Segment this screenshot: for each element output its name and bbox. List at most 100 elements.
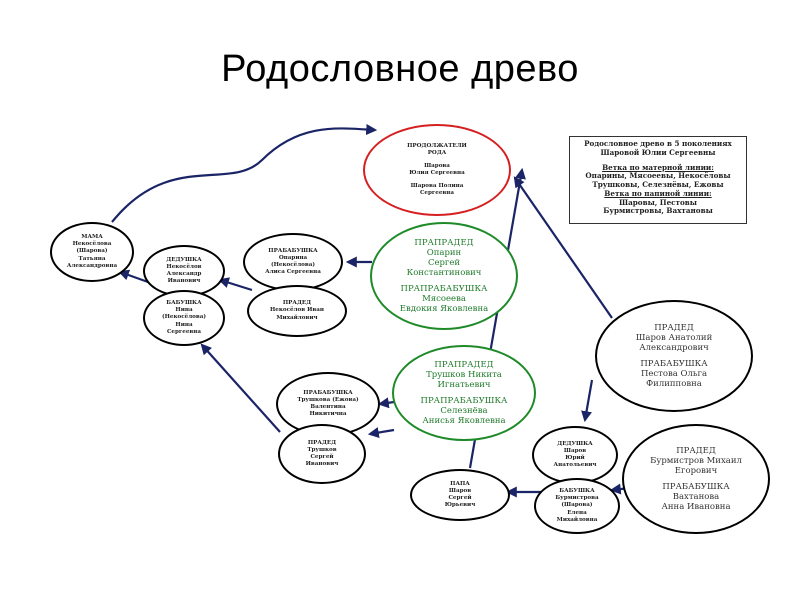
- info-line: Трушковы, Селезнёвы, Ежовы: [592, 180, 724, 190]
- node-line: Анна Ивановна: [661, 502, 731, 513]
- node-line: Иванович: [305, 461, 339, 468]
- info-line: Ветка по папиной линии:: [604, 188, 712, 198]
- node-line: Валентина: [310, 404, 346, 410]
- node-line: Александр: [166, 271, 202, 277]
- node-line: Филипповна: [646, 379, 702, 390]
- node-line: (Некосёлова): [270, 262, 316, 268]
- node-line: ПРАБАБУШКА: [303, 389, 353, 396]
- arrow-green2-to-praded2: [367, 427, 395, 438]
- arrow-praba1-to-dedushka: [217, 277, 253, 292]
- node-line: Опарина: [278, 254, 308, 261]
- info-line: Родословное древо в 5 поколениях: [584, 139, 732, 148]
- arrow-green2-to-praba2: [377, 397, 395, 409]
- node-line: Сергей: [310, 454, 334, 460]
- node-line: Алиса Сергеевна: [265, 269, 321, 276]
- node-line: Некосёлов Иван: [270, 307, 324, 314]
- node-line: Сергей: [427, 257, 461, 268]
- node-line: ПРАПРАБАБУШКА: [400, 284, 488, 294]
- node-line: Шарова Полина: [410, 183, 464, 190]
- node-line: Шарова: [424, 162, 450, 169]
- info-line: Опарины, Мясоеевы, Некосёловы: [585, 171, 731, 181]
- node-line: ДЕДУШКА: [166, 256, 202, 263]
- node-line: Шаров: [563, 447, 587, 454]
- node-line: Елена: [567, 509, 587, 516]
- node-line: ПРАДЕД: [676, 445, 716, 456]
- node-line: ПАПА: [450, 480, 470, 487]
- node-line: (Шарова): [561, 502, 593, 509]
- node-line: Анисья Яковлевна: [422, 416, 506, 427]
- node-line: ПРАПРАБАБУШКА: [420, 396, 508, 406]
- node-line: Михайловна: [556, 516, 598, 523]
- node-line: Александровна: [66, 262, 118, 269]
- node-line: Сергеевна: [419, 190, 455, 197]
- node-line: (Шарова): [76, 248, 108, 255]
- node-line: Трушков Никита: [426, 369, 502, 380]
- node-line: ПРАБАБУШКА: [662, 482, 730, 492]
- info-line: Шаровой Юлии Сергеевны: [600, 147, 716, 157]
- node-line: БАБУШКА: [559, 488, 595, 495]
- node-line: Евдокия Яковлевна: [399, 304, 489, 315]
- node-line: Нина: [175, 307, 193, 314]
- legend-info-box: Родословное древо в 5 поколениях Шаровой…: [569, 136, 747, 224]
- node-line: ПРОДОЛЖАТЕЛИ: [407, 142, 467, 149]
- node-line: МАМА: [81, 234, 103, 241]
- node-line: ДЕДУШКА: [557, 440, 593, 447]
- node-line: Опарин: [426, 247, 462, 258]
- info-line: Шаровы, Пестовы: [619, 197, 697, 207]
- node-line: Константинович: [406, 267, 482, 278]
- node-line: Трушков: [307, 446, 337, 453]
- node-line: Трушкова (Ежова): [297, 396, 359, 403]
- arrow-sharov-to-dedushkap: [581, 379, 594, 423]
- node-line: РОДА: [427, 149, 447, 156]
- node-line: Сергей: [448, 495, 472, 501]
- node-line: Селезнёва: [440, 406, 488, 417]
- node-line: Александрович: [639, 342, 709, 353]
- node-line: Юрий: [565, 455, 585, 461]
- node-line: Никитична: [309, 411, 347, 418]
- node-line: Михайлович: [276, 314, 318, 321]
- arrow-praded2-to-babushka: [200, 343, 281, 433]
- arrow-mama-to-top: [111, 124, 378, 223]
- info-line: Ветка по матерной линии:: [602, 162, 714, 172]
- node-line: Юлия Сергеевна: [409, 170, 465, 176]
- node-line: ПРАПРАДЕД: [434, 359, 494, 370]
- node-line: ПРАПРАДЕД: [414, 237, 474, 248]
- arrow-dedushka-to-mama: [117, 269, 149, 284]
- node-line: Татьяна: [78, 255, 106, 262]
- node-line: Бурмистрова: [555, 495, 599, 502]
- node-line: Шаров: [448, 487, 472, 494]
- node-line: Некосёлова: [72, 241, 112, 248]
- node-line: Шаров Анатолий: [635, 332, 713, 343]
- node-line: Вахтанова: [672, 492, 720, 503]
- node-line: Нина: [175, 321, 193, 328]
- info-line: Бурмистровы, Вахтановы: [603, 206, 713, 216]
- node-line: Анатольевич: [553, 462, 597, 469]
- arrow-right-to-top: [513, 176, 613, 319]
- node-line: (Некосёлова): [161, 314, 207, 321]
- node-line: Бурмистров Михаил: [650, 455, 742, 466]
- slide-title: Родословное древо: [221, 48, 579, 90]
- node-line: Егорович: [674, 465, 718, 476]
- node-line: БАБУШКА: [166, 300, 202, 307]
- node-line: Некосёлов: [166, 263, 202, 270]
- node-line: ПРАБАБУШКА: [640, 359, 708, 369]
- node-line: Иванович: [167, 278, 201, 285]
- node-line: ПРАДЕД: [307, 439, 337, 446]
- node-line: ПРАДЕД: [282, 300, 312, 307]
- node-line: Юрьевич: [444, 502, 476, 509]
- node-line: Мясоеева: [422, 294, 466, 305]
